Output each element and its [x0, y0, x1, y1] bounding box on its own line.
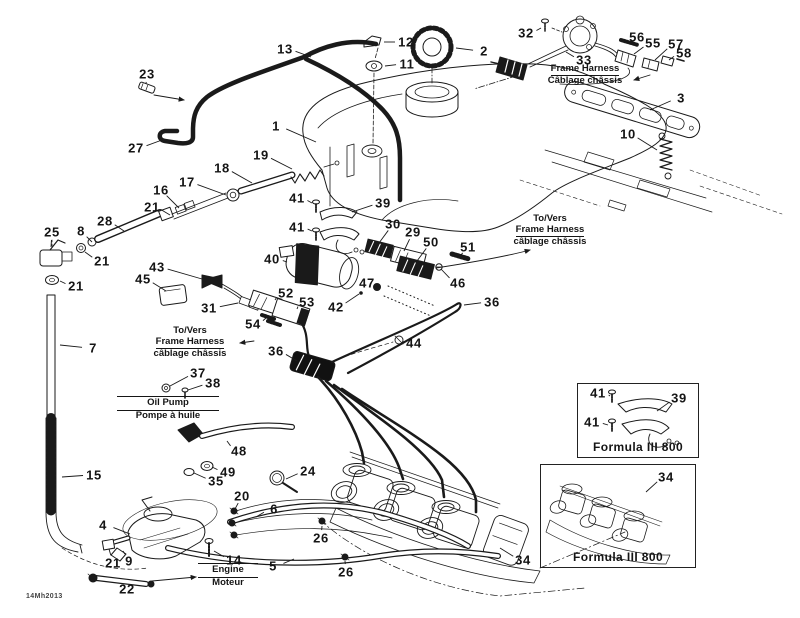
callout-1: 1 — [272, 118, 280, 134]
callout-47: 47 — [359, 275, 375, 291]
callout-17: 17 — [179, 174, 195, 190]
callout-18: 18 — [214, 160, 230, 176]
callout-41: 41 — [289, 219, 305, 235]
callout-32: 32 — [518, 25, 534, 41]
callout-40: 40 — [264, 251, 280, 267]
callout-27: 27 — [128, 140, 144, 156]
callout-19: 19 — [253, 147, 269, 163]
callout-11: 11 — [399, 56, 415, 72]
callout-28: 28 — [97, 213, 113, 229]
callout-44: 44 — [406, 335, 422, 351]
callout-2: 2 — [480, 43, 488, 59]
callout-21: 21 — [94, 253, 110, 269]
callout-48: 48 — [231, 443, 247, 459]
callout-9: 9 — [125, 553, 133, 569]
callout-53: 53 — [299, 294, 315, 310]
callout-7: 7 — [89, 340, 97, 356]
callout-26: 26 — [313, 530, 329, 546]
callout-55: 55 — [645, 35, 661, 51]
frame-harness-label-top: Frame Harness Câblage châssis — [547, 63, 623, 86]
callout-36: 36 — [484, 294, 500, 310]
callout-35: 35 — [208, 473, 224, 489]
callout-36: 36 — [268, 343, 284, 359]
callout-25: 25 — [44, 224, 60, 240]
callout-33: 33 — [576, 52, 592, 68]
inset-bottom-caption: Formula III 800 — [572, 550, 664, 564]
callout-31: 31 — [201, 300, 217, 316]
callout-41: 41 — [590, 385, 606, 401]
callout-3: 3 — [677, 90, 685, 106]
callout-12: 12 — [398, 34, 414, 50]
oil-pump-label: Oil Pump Pompe à huile — [117, 396, 219, 422]
callout-54: 54 — [245, 316, 261, 332]
callout-38: 38 — [205, 375, 221, 391]
callout-42: 42 — [328, 299, 344, 315]
callout-21: 21 — [144, 199, 160, 215]
tovers-frame-harness-label-left: To/Vers Frame Harness câblage châssis — [153, 325, 227, 359]
callout-34: 34 — [658, 469, 674, 485]
tovers-frame-harness-label-right: To/Vers Frame Harness câblage châssis — [513, 213, 587, 247]
callout-56: 56 — [629, 29, 645, 45]
callout-41: 41 — [584, 414, 600, 430]
callout-15: 15 — [86, 467, 102, 483]
callout-46: 46 — [450, 275, 466, 291]
callout-8: 8 — [77, 223, 85, 239]
inset-box-top: Formula III 800 — [577, 383, 699, 458]
callout-6: 6 — [270, 501, 278, 517]
callout-49: 49 — [220, 464, 236, 480]
callout-24: 24 — [300, 463, 316, 479]
callout-51: 51 — [460, 239, 476, 255]
callout-21: 21 — [68, 278, 84, 294]
callout-26: 26 — [338, 564, 354, 580]
callout-43: 43 — [149, 259, 165, 275]
callout-20: 20 — [234, 488, 250, 504]
callout-4: 4 — [99, 517, 107, 533]
callout-37: 37 — [190, 365, 206, 381]
callout-30: 30 — [385, 216, 401, 232]
inset-box-bottom: Formula III 800 — [540, 464, 696, 568]
document-code: 14Mh2013 — [26, 593, 63, 600]
callout-34: 34 — [515, 552, 531, 568]
callout-45: 45 — [135, 271, 151, 287]
inset-top-caption: Formula III 800 — [592, 440, 684, 454]
callout-50: 50 — [423, 234, 439, 250]
callout-21: 21 — [105, 555, 121, 571]
callout-23: 23 — [139, 66, 155, 82]
callout-16: 16 — [153, 182, 169, 198]
callout-39: 39 — [671, 390, 687, 406]
callout-22: 22 — [119, 581, 135, 597]
callout-10: 10 — [620, 126, 636, 142]
callout-39: 39 — [375, 195, 391, 211]
callout-14: 14 — [226, 552, 242, 568]
callout-5: 5 — [269, 558, 277, 574]
engine-label: Engine Moteur — [198, 563, 258, 589]
callout-13: 13 — [277, 41, 293, 57]
callout-41: 41 — [289, 190, 305, 206]
callout-29: 29 — [405, 224, 421, 240]
callout-52: 52 — [278, 285, 294, 301]
callout-57: 57 — [668, 36, 684, 52]
callout-58: 58 — [676, 45, 692, 61]
